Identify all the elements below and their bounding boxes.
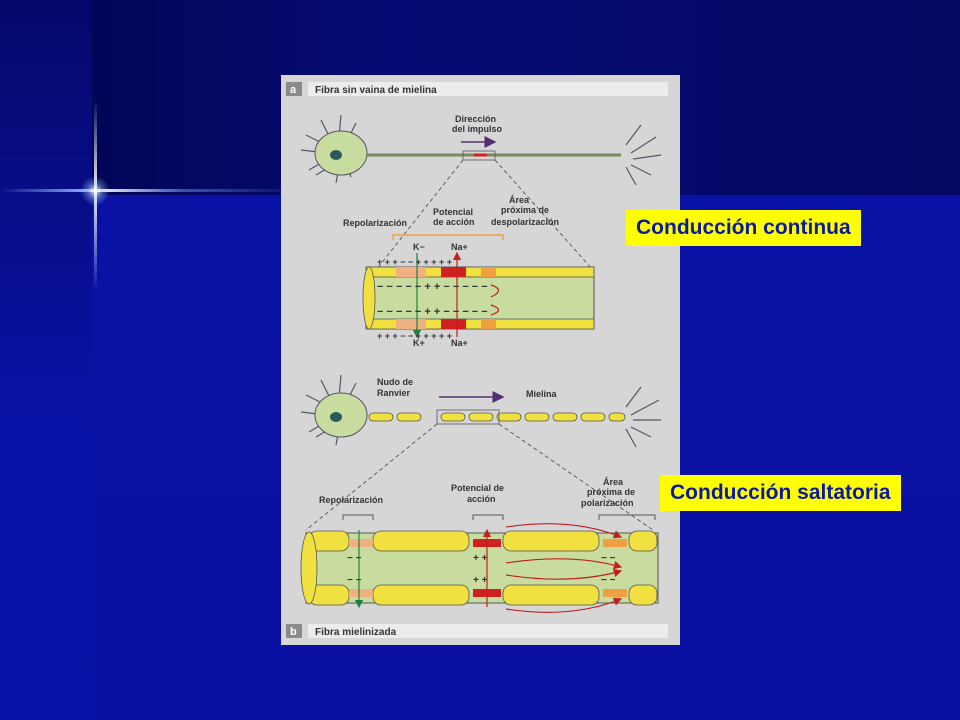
panel-b-letter: b [290,626,297,638]
saltatory-conduction-label: Conducción saltatoria [660,475,901,511]
repolarization-label-b: Repolarización [319,495,383,505]
area-label-b-3: polarización [581,498,634,508]
area-label-a-2: próxima de [501,205,549,215]
direction-label-1: Dirección [455,114,496,124]
figure-drawing: a Fibra sin vaina de mielina Dirección d… [286,82,668,638]
panel-b-title: Fibra mielinizada [315,627,397,638]
direction-label-2: del impulso [452,124,503,134]
svg-text:+ +: + + [473,553,488,564]
nucleus-a [330,150,342,160]
panel-b-letter-box [286,624,302,638]
svg-text:+ + + − − + + +: + + + − − + + + + + [377,257,452,267]
myelin-label: Mielina [526,389,558,399]
lens-flare-glow [80,176,110,206]
panel-a-title-bar [308,82,668,96]
svg-text:− −: − − [601,575,616,586]
action-potential-label-a-1: Potencial [433,207,473,217]
panel-a-letter-box [286,82,302,96]
svg-text:− −: − − [601,553,616,564]
background-left-band [0,0,92,720]
panel-a-title: Fibra sin vaina de mielina [315,85,437,96]
area-label-b-1: Área [603,477,624,487]
node-label-2: Ranvier [377,388,411,398]
axon-b-zoom-box [436,409,500,425]
action-potential-label-b-1: Potencial de [451,483,504,493]
svg-text:− − − − − + + − − −: − − − − − + + − − − − − [377,281,488,293]
k-plus-label: K+ [413,338,425,348]
lens-flare-horizontal [0,189,300,192]
panel-a-letter: a [290,84,297,96]
area-label-a-1: Área [509,195,530,205]
repolarization-label-a: Repolarización [343,218,407,228]
area-label-b-2: próxima de [587,487,635,497]
action-potential-label-a-2: de acción [433,217,475,227]
neuron-conduction-figure: a Fibra sin vaina de mielina Dirección d… [281,75,680,645]
continuous-conduction-label: Conducción continua [626,210,861,246]
node-label-1: Nudo de [377,377,413,387]
axon-section-b: − − − − + + + + − − − − [300,523,659,613]
action-potential-label-b-2: acción [467,494,496,504]
k-minus-label: K− [413,242,425,252]
axon-section-a: − − − − − + + − − − − − − − − − − + + − … [362,251,595,341]
svg-text:− − − − − + + − − −: − − − − − + + − − − − − [377,306,488,318]
area-label-a-3: despolarización [491,217,559,227]
axon-a-zoom-box [462,150,496,161]
bracket-a [392,234,504,240]
na-plus-top-label: Na+ [451,242,468,252]
nucleus-b [330,412,342,422]
svg-text:+ +: + + [473,575,488,586]
panel-b-title-bar [308,624,668,638]
svg-text:+ + + − − + + +: + + + − − + + + + + [377,331,452,341]
myelinated-axon-b [368,412,626,422]
na-plus-bottom-label: Na+ [451,338,468,348]
svg-text:− −: − − [347,553,362,564]
svg-text:− −: − − [347,575,362,586]
